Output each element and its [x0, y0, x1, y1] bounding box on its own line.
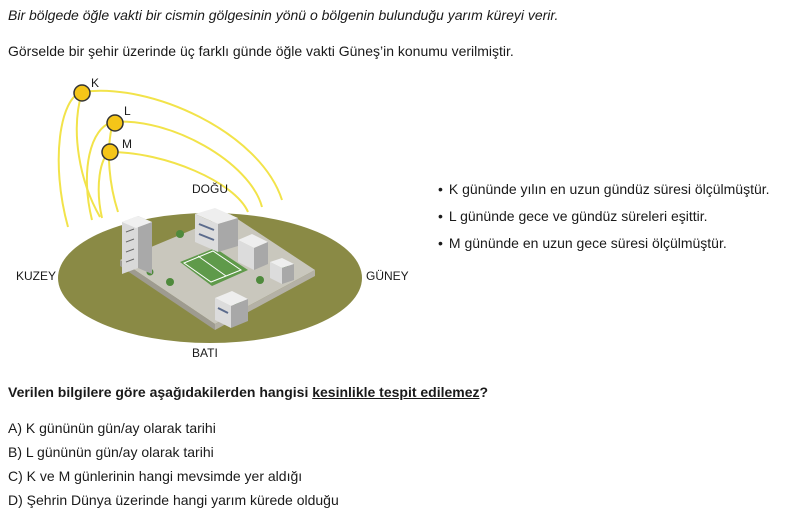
question-text: Verilen bilgilere göre aşağıdakilerden h…: [8, 384, 488, 400]
sun-path-l: [85, 120, 263, 221]
question-after: ?: [479, 384, 489, 400]
direction-west-label: BATI: [192, 346, 218, 360]
sun-path-k: [57, 89, 283, 228]
description-text: Görselde bir şehir üzerinde üç farklı gü…: [8, 43, 514, 59]
sun-paths: [57, 89, 283, 228]
direction-north-label: KUZEY: [16, 269, 57, 283]
buildings: [122, 208, 294, 328]
sun-path-m: [97, 150, 249, 219]
direction-south-label: GÜNEY: [366, 269, 409, 283]
sun-path-k-lower: [75, 91, 101, 218]
fact-item: L gününde gece ve gündüz süreleri eşitti…: [438, 206, 770, 233]
sun-m-icon: [101, 143, 119, 161]
sun-label-m: M: [122, 137, 132, 151]
sun-label-k: K: [91, 76, 100, 90]
sun-label-l: L: [124, 104, 131, 118]
fact-item: K gününde yılın en uzun gündüz süresi öl…: [438, 179, 770, 206]
sun-path-l-lower: [108, 121, 119, 213]
facts-list: K gününde yılın en uzun gündüz süresi öl…: [438, 179, 770, 260]
question-underlined: kesinlikle tespit edilemez: [312, 384, 480, 400]
option-a[interactable]: A) K gününün gün/ay olarak tarihi: [8, 420, 216, 436]
sun-l-icon: [106, 114, 124, 132]
question-before: Verilen bilgilere göre aşağıdakilerden h…: [8, 384, 313, 400]
sun-k-icon: [73, 84, 91, 102]
sun-position-figure: K L M DOĞU KUZEY GÜNEY BATI: [0, 72, 440, 372]
option-c[interactable]: C) K ve M günlerinin hangi mevsimde yer …: [8, 468, 303, 484]
fact-item: M gününde en uzun gece süresi ölçülmüştü…: [438, 233, 770, 260]
option-b[interactable]: B) L gününün gün/ay olarak tarihi: [8, 444, 214, 460]
city-illustration: [57, 84, 362, 343]
answer-options: A) K gününün gün/ay olarak tarihi B) L g…: [8, 418, 339, 514]
direction-east-label: DOĞU: [192, 182, 228, 196]
intro-text: Bir bölgede öğle vakti bir cismin gölges…: [8, 7, 559, 23]
option-d[interactable]: D) Şehrin Dünya üzerinde hangi yarım kür…: [8, 492, 339, 508]
